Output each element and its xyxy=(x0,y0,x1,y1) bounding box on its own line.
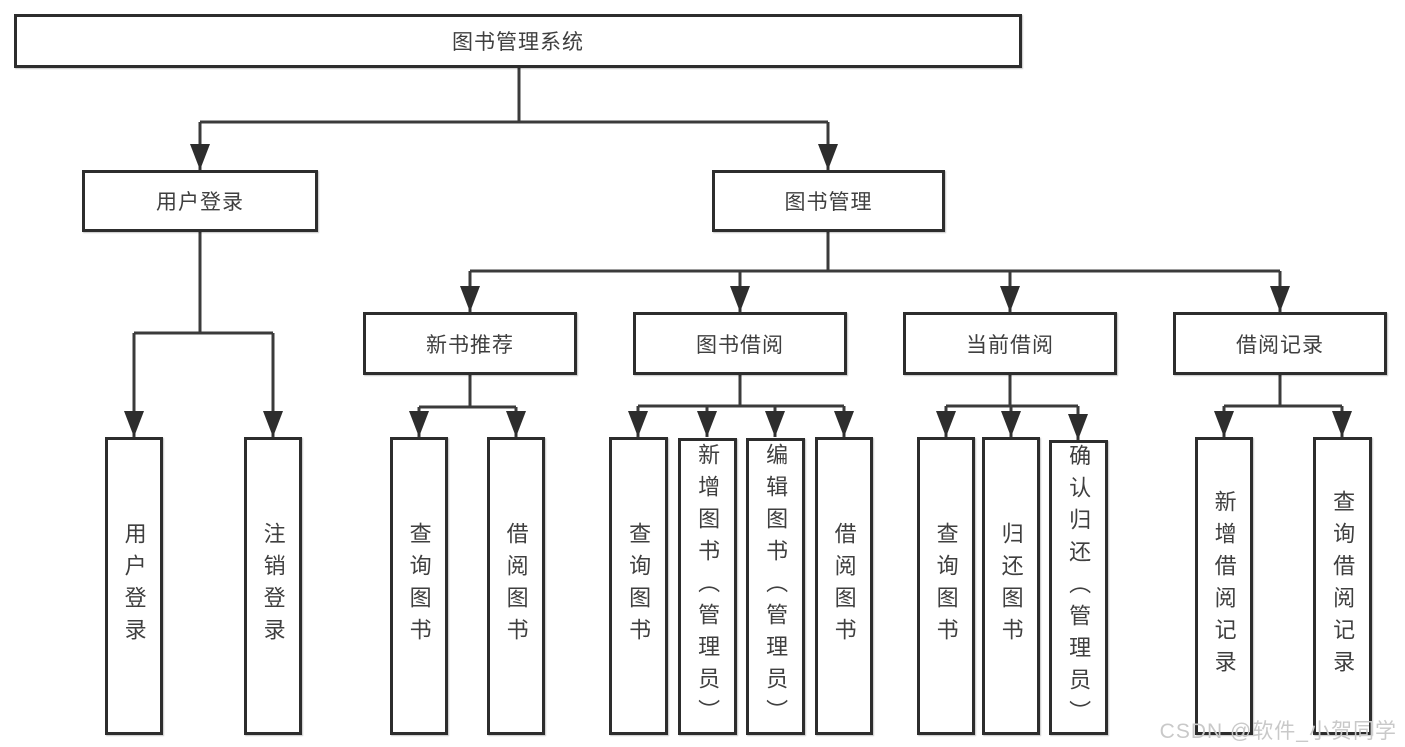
node-label: 确认归还（管理员） xyxy=(1066,443,1092,732)
leaf-user-login: 用户登录 xyxy=(105,437,163,735)
node-current-borrowing: 当前借阅 xyxy=(903,312,1117,375)
node-label: 查询图书 xyxy=(933,522,959,650)
node-label: 新书推荐 xyxy=(426,333,514,357)
node-new-book-recommend: 新书推荐 xyxy=(363,312,577,375)
node-label: 用户登录 xyxy=(156,191,244,214)
leaf-cb-query-books: 查询图书 xyxy=(917,437,975,735)
node-label: 新增借阅记录 xyxy=(1211,490,1237,682)
leaf-cb-return-books: 归还图书 xyxy=(982,437,1040,735)
node-label: 查询图书 xyxy=(626,522,652,650)
node-label: 新增图书（管理员） xyxy=(695,442,721,731)
node-label: 归还图书 xyxy=(998,522,1024,650)
node-label: 注销登录 xyxy=(260,522,286,650)
node-user-login: 用户登录 xyxy=(82,170,318,232)
leaf-cb-confirm-return-admin: 确认归还（管理员） xyxy=(1049,440,1108,735)
node-label: 借阅记录 xyxy=(1236,333,1324,357)
leaf-bb-edit-books-admin: 编辑图书（管理员） xyxy=(746,438,805,735)
node-label: 图书借阅 xyxy=(696,333,784,357)
node-book-management: 图书管理 xyxy=(712,170,945,232)
node-book-borrowing: 图书借阅 xyxy=(633,312,847,375)
leaf-br-query-record: 查询借阅记录 xyxy=(1313,437,1372,735)
leaf-bb-add-books-admin: 新增图书（管理员） xyxy=(678,438,737,735)
leaf-bb-borrow-books: 借阅图书 xyxy=(815,437,873,735)
node-label: 查询图书 xyxy=(406,522,432,650)
node-label: 查询借阅记录 xyxy=(1330,490,1356,682)
csdn-watermark: CSDN @软件_小贺同学 xyxy=(1159,720,1397,743)
leaf-bb-query-books: 查询图书 xyxy=(609,437,668,735)
node-label: 图书管理系统 xyxy=(452,31,584,54)
node-borrowing-records: 借阅记录 xyxy=(1173,312,1387,375)
node-label: 图书管理 xyxy=(784,191,873,214)
leaf-nbr-borrow-books: 借阅图书 xyxy=(487,437,545,735)
node-label: 用户登录 xyxy=(121,522,147,650)
node-label: 当前借阅 xyxy=(966,333,1054,357)
leaf-nbr-query-books: 查询图书 xyxy=(390,437,448,735)
node-label: 借阅图书 xyxy=(831,522,857,650)
node-label: 借阅图书 xyxy=(503,522,529,650)
node-label: 编辑图书（管理员） xyxy=(763,442,789,731)
leaf-br-add-record: 新增借阅记录 xyxy=(1195,437,1253,735)
leaf-logout: 注销登录 xyxy=(244,437,302,735)
node-root: 图书管理系统 xyxy=(14,14,1022,68)
